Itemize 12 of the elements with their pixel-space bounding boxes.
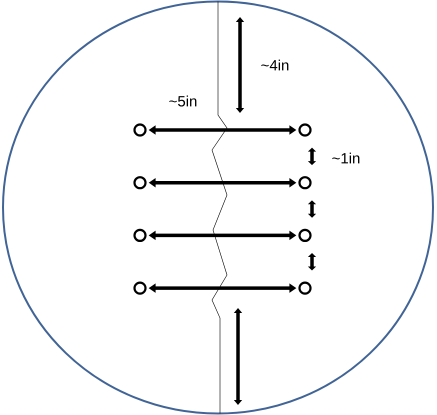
dimension-label: ~5in xyxy=(169,96,196,106)
hole-circle xyxy=(133,282,147,295)
hole-circle xyxy=(298,228,312,242)
hole-circle xyxy=(133,228,147,242)
dimension-label: ~4in xyxy=(261,60,288,70)
hole-circle xyxy=(133,123,147,137)
hole-circle xyxy=(298,282,312,295)
hole-circle xyxy=(298,176,312,190)
hole-circle xyxy=(298,123,312,137)
arrow xyxy=(308,253,316,270)
hole-circle xyxy=(133,176,147,190)
dimension-label: ~1in xyxy=(332,152,360,164)
